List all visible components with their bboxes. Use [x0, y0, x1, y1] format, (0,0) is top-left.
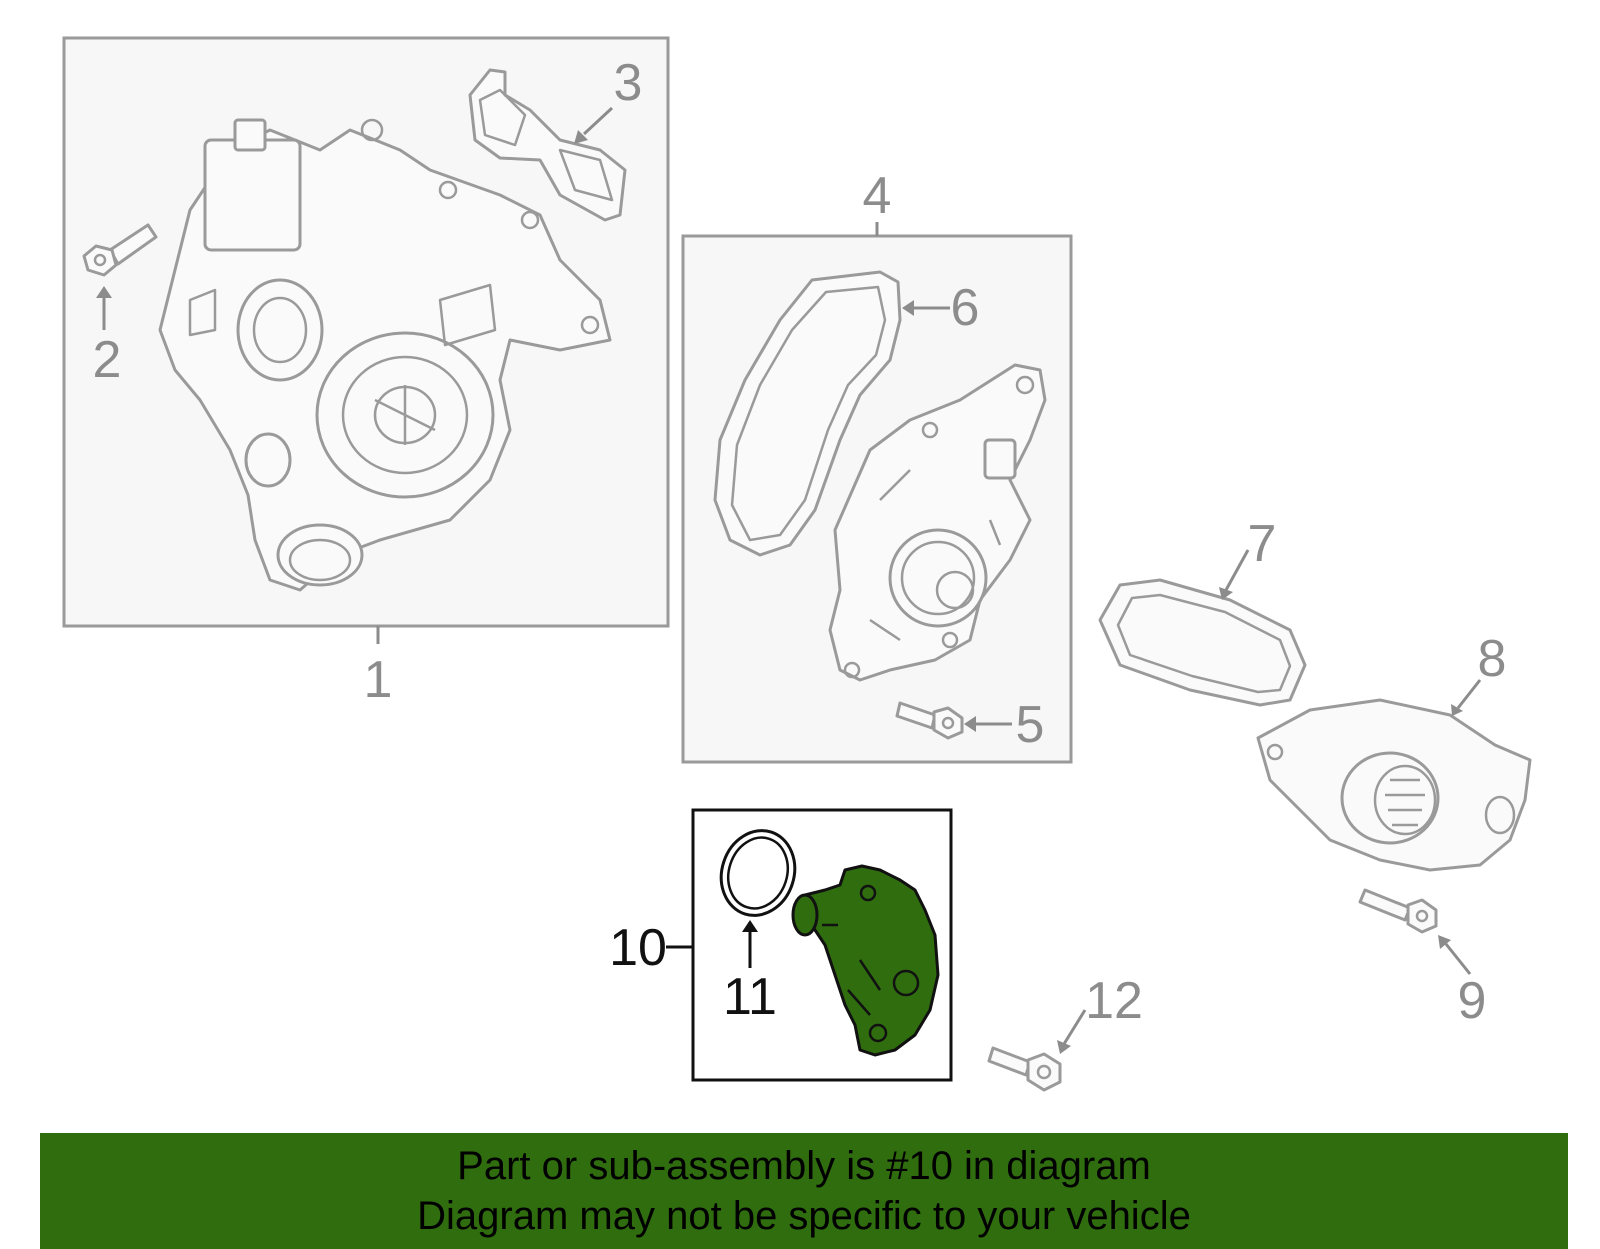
callout-3: 3: [614, 54, 643, 112]
gasket-part-6[interactable]: [713, 270, 902, 557]
drive-belt-part-7[interactable]: [1098, 578, 1307, 707]
bolt-part-9[interactable]: [1358, 888, 1438, 934]
banner-line-1: Part or sub-assembly is #10 in diagram: [457, 1144, 1151, 1188]
info-banner: Part or sub-assembly is #10 in diagram D…: [40, 1133, 1568, 1249]
callout-10: 10: [609, 919, 667, 977]
callout-4: 4: [863, 167, 892, 225]
callout-6: 6: [951, 279, 980, 337]
bolt-part-12[interactable]: [987, 1046, 1062, 1092]
callout-12: 12: [1085, 972, 1143, 1030]
callout-labels: 1 2 3 4 5 6 7 8 9 10 11 12: [93, 54, 1507, 1030]
gasket-part-3[interactable]: [468, 68, 627, 222]
bolt-part-2[interactable]: [82, 223, 158, 277]
callout-8: 8: [1478, 630, 1507, 688]
thermostat-housing-assembly[interactable]: [158, 118, 612, 592]
coolant-outlet-part-10[interactable]: [791, 864, 940, 1057]
callout-1: 1: [364, 651, 393, 709]
banner-line-2: Diagram may not be specific to your vehi…: [417, 1194, 1191, 1238]
leader-lines: [96, 106, 1482, 1054]
callout-9: 9: [1458, 972, 1487, 1030]
pump-cover-part-8[interactable]: [1256, 698, 1532, 872]
o-ring-part-11[interactable]: [710, 821, 805, 925]
callout-11: 11: [723, 968, 777, 1026]
callout-5: 5: [1016, 696, 1045, 754]
callout-2: 2: [93, 331, 122, 389]
bolt-part-5[interactable]: [895, 701, 964, 740]
water-pump-part-4[interactable]: [828, 363, 1047, 682]
callout-7: 7: [1248, 515, 1277, 573]
